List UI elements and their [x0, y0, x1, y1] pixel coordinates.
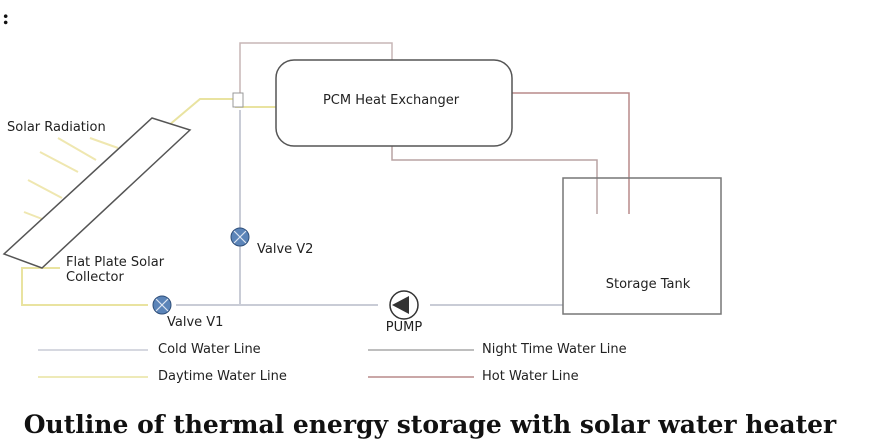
pump-label: PUMP	[386, 320, 423, 335]
storage-tank-label: Storage Tank	[606, 277, 691, 292]
storage-tank	[562, 177, 722, 315]
pump-arrow-icon	[392, 296, 409, 314]
legend-label-hot: Hot Water Line	[482, 369, 579, 384]
pcm-heat-exchanger-label: PCM Heat Exchanger	[323, 93, 460, 108]
hot-water-line	[512, 92, 630, 214]
collector-label-line1: Flat Plate Solar	[66, 255, 165, 270]
legend: Cold Water Line Daytime Water Line Night…	[38, 342, 627, 384]
pcm-heat-exchanger	[275, 59, 513, 147]
legend-label-night: Night Time Water Line	[482, 342, 627, 357]
flat-plate-solar-collector	[2, 117, 192, 269]
valve-v1[interactable]	[152, 295, 172, 315]
heading-mark: :	[2, 5, 9, 29]
solar-ray	[27, 179, 63, 199]
night-time-water-line	[239, 42, 393, 94]
valve-v2-cross	[233, 230, 247, 244]
legend-label-cold: Cold Water Line	[158, 342, 261, 357]
legend-label-daytime: Daytime Water Line	[158, 369, 287, 384]
valve-v1-label: Valve V1	[167, 315, 223, 330]
solar-rays	[19, 137, 119, 249]
collector-label-line2: Collector	[66, 270, 124, 285]
valve-v2[interactable]	[230, 227, 250, 247]
night-time-water-line	[391, 146, 598, 214]
solar-ray	[57, 137, 97, 161]
figure-caption: Outline of thermal energy storage with s…	[24, 410, 837, 439]
solar-ray	[39, 151, 79, 173]
pump[interactable]	[389, 290, 419, 320]
solar-radiation-label: Solar Radiation	[7, 120, 106, 135]
valve-v1-cross	[155, 298, 169, 312]
valve-v2-label: Valve V2	[257, 242, 313, 257]
solar-ray	[89, 137, 119, 149]
junction-connector	[232, 92, 244, 108]
daytime-water-line	[167, 98, 236, 127]
